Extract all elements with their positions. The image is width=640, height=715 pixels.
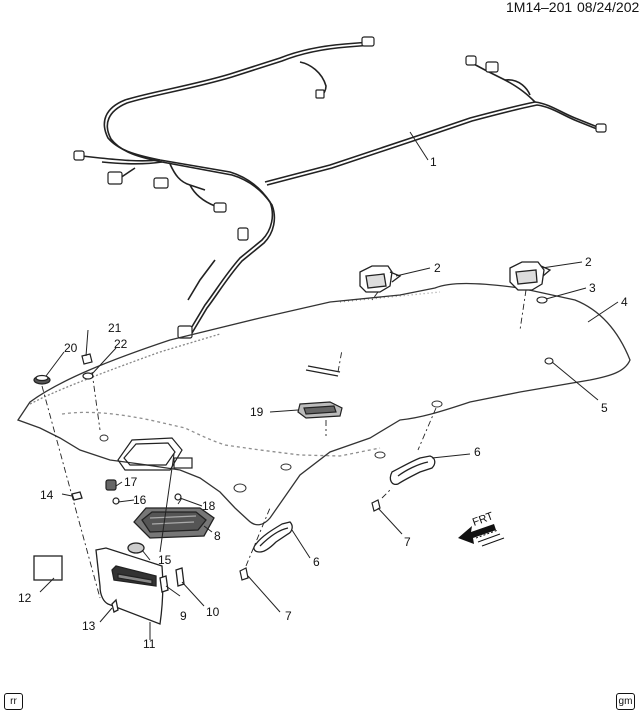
- callout-1: 1: [430, 155, 437, 169]
- callout-13: 13: [82, 619, 96, 633]
- console-opening: [117, 437, 193, 471]
- callout-14: 14: [40, 488, 54, 502]
- roof-brackets: [359, 261, 552, 293]
- callout-18: 18: [202, 499, 216, 513]
- assist-handles: [253, 455, 436, 553]
- console-fasteners: [105, 479, 182, 505]
- callout-19: 19: [250, 405, 264, 419]
- overhead-console: [133, 507, 215, 539]
- callout-15: 15: [158, 553, 172, 567]
- callout-11: 11: [143, 637, 156, 651]
- callout-12: 12: [18, 591, 32, 605]
- callout-10: 10: [206, 605, 220, 619]
- callout-4: 4: [621, 295, 628, 309]
- callout-2a: 2: [434, 261, 441, 275]
- front-direction-arrow: FRT: [458, 510, 505, 547]
- callout-8: 8: [214, 529, 221, 543]
- harness-connectors: [73, 36, 607, 339]
- callout-20: 20: [64, 341, 78, 355]
- diagram-code: 1M14–201: [506, 0, 573, 15]
- callout-21: 21: [108, 321, 122, 335]
- callout-6b: 6: [313, 555, 320, 569]
- gm-badge: gm: [616, 693, 635, 710]
- handle-bases: [99, 400, 443, 493]
- callout-7b: 7: [285, 609, 292, 623]
- assembly-lines: [41, 289, 527, 599]
- sun-visor: [33, 491, 185, 625]
- callout-22: 22: [114, 337, 128, 351]
- callout-5: 5: [601, 401, 608, 415]
- callout-17: 17: [124, 475, 138, 489]
- callout-3: 3: [589, 281, 596, 295]
- rr-badge: rr: [4, 693, 23, 710]
- visor-retainers: [33, 353, 94, 385]
- callout-2b: 2: [585, 255, 592, 269]
- roof-wiring-harness: [81, 41, 603, 334]
- callout-6a: 6: [474, 445, 481, 459]
- callout-9: 9: [180, 609, 187, 623]
- clips-3-5: [536, 296, 554, 365]
- callout-16: 16: [133, 493, 147, 507]
- callout-7a: 7: [404, 535, 411, 549]
- callout-labels: 1 2 2 3 4 5 6 6 7 7 8 9 10 11 12 13 14 1…: [18, 155, 628, 651]
- leader-lines: [39, 131, 619, 640]
- dome-lamp: [297, 365, 343, 419]
- diagram-date: 08/24/2023: [577, 0, 640, 15]
